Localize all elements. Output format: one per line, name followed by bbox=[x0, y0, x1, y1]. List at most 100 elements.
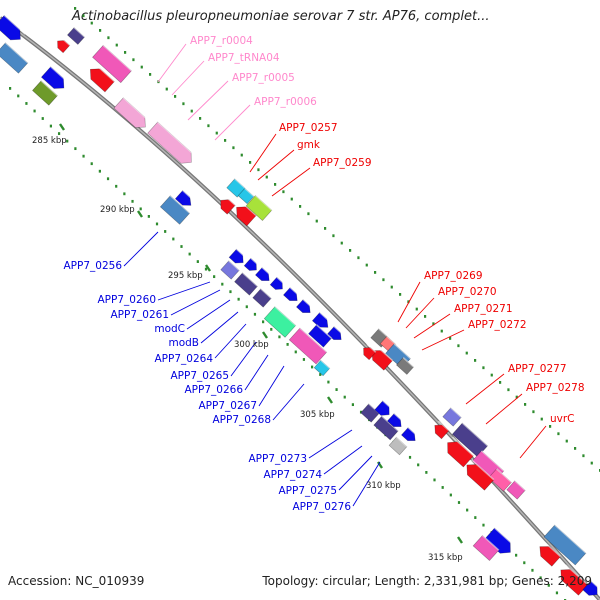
tick-dot-inner bbox=[270, 327, 273, 331]
label-0265: APP7_0265 bbox=[171, 370, 230, 382]
tick-dot-outer bbox=[382, 278, 385, 282]
tick-dot-outer bbox=[265, 175, 268, 179]
tick-dot-inner bbox=[539, 576, 542, 580]
label-modC: modC bbox=[154, 323, 185, 335]
gene-labels: APP7_r0004APP7_tRNA04APP7_r0005APP7_r000… bbox=[64, 35, 585, 513]
tick-dot-inner bbox=[319, 373, 322, 376]
gene-top-left-6-shine bbox=[40, 80, 59, 97]
tick-dot-outer bbox=[357, 256, 360, 260]
tick-dot-inner bbox=[310, 365, 314, 369]
label-0257: APP7_0257 bbox=[279, 122, 338, 134]
gene-top-left-1 bbox=[0, 14, 26, 41]
tick-dot-inner bbox=[335, 388, 338, 391]
label-0264-leader bbox=[214, 323, 247, 359]
gene-0268 bbox=[313, 359, 331, 377]
tick-dot-inner bbox=[253, 312, 257, 316]
gene-bottom-6-shine bbox=[590, 580, 600, 591]
tick-dot-outer bbox=[99, 29, 102, 32]
tick-dot-outer bbox=[365, 263, 368, 267]
tick-dot-outer bbox=[299, 205, 302, 208]
gene-bottom-5-shine bbox=[565, 564, 589, 586]
tick-dot-inner bbox=[41, 117, 44, 120]
label-r0005-leader bbox=[187, 80, 229, 121]
tick-dot-inner bbox=[482, 523, 485, 527]
tick-dot-outer bbox=[232, 146, 235, 150]
gene-rrna-3-shine bbox=[157, 121, 197, 158]
gene-0260b bbox=[220, 260, 240, 280]
gene-0256b-shine bbox=[182, 190, 196, 202]
gene-0279-shine bbox=[452, 436, 474, 457]
label-0273: APP7_0273 bbox=[249, 453, 308, 465]
gene-bottom-2 bbox=[472, 534, 500, 561]
genome-summary-text: Topology: circular; Length: 2,331,981 bp… bbox=[262, 574, 592, 588]
gene-0275b-shine bbox=[407, 427, 420, 438]
gene-0275b bbox=[401, 427, 420, 441]
label-0269-leader bbox=[397, 281, 421, 323]
tick-dot-outer bbox=[499, 381, 502, 384]
tick-dot-outer bbox=[332, 234, 335, 238]
major-tick bbox=[205, 264, 211, 272]
tick-dot-outer bbox=[474, 359, 477, 362]
gene-0277-shape bbox=[442, 407, 462, 427]
tick-dot-inner bbox=[17, 94, 20, 98]
gene-features bbox=[0, 14, 600, 596]
label-0268: APP7_0268 bbox=[213, 414, 272, 426]
gene-0259-shine bbox=[240, 201, 257, 217]
gene-0268-shine bbox=[320, 359, 331, 369]
genome-backbone bbox=[0, 16, 600, 600]
label-r0004-leader bbox=[157, 43, 187, 83]
label-0277-leader bbox=[465, 373, 505, 405]
tick-dot-inner bbox=[229, 290, 232, 294]
kbp-label: 300 kbp bbox=[234, 340, 269, 350]
gene-0257 bbox=[226, 178, 246, 198]
tick-dot-inner bbox=[57, 132, 61, 135]
gene-0277b bbox=[434, 420, 450, 440]
kbp-label: 285 kbp bbox=[32, 136, 67, 146]
gene-0259b bbox=[245, 194, 273, 221]
tick-dot-outer bbox=[182, 102, 185, 106]
gene-bottom-1 bbox=[484, 527, 516, 554]
label-modB-leader bbox=[200, 311, 239, 344]
gene-0273b bbox=[374, 400, 394, 416]
tick-dot-outer bbox=[107, 36, 110, 40]
tick-dot-outer bbox=[449, 337, 452, 340]
label-0261: APP7_0261 bbox=[111, 309, 170, 321]
tick-dot-inner bbox=[286, 343, 289, 346]
gene-0261b bbox=[234, 272, 258, 296]
label-0278-leader bbox=[485, 393, 523, 425]
gene-0275-shine bbox=[393, 413, 406, 424]
gene-rrna-1-shine bbox=[102, 44, 132, 72]
tick-dot-outer bbox=[90, 21, 93, 25]
label-0266: APP7_0266 bbox=[185, 384, 244, 396]
major-tick bbox=[59, 123, 65, 131]
tick-dot-inner bbox=[123, 192, 126, 196]
label-0266-leader bbox=[244, 354, 269, 391]
label-0256-leader bbox=[123, 231, 159, 267]
label-0276: APP7_0276 bbox=[293, 501, 352, 513]
label-0269: APP7_0269 bbox=[424, 270, 483, 282]
tick-dot-inner bbox=[66, 139, 69, 143]
label-modB: modB bbox=[168, 337, 199, 349]
label-r0006: APP7_r0006 bbox=[254, 96, 317, 108]
label-0275: APP7_0275 bbox=[279, 485, 338, 497]
gene-top-left-2 bbox=[0, 42, 29, 74]
tick-dot-outer bbox=[132, 58, 135, 62]
gene-0279 bbox=[447, 436, 474, 468]
gene-0266 bbox=[311, 312, 333, 328]
tick-dot-inner bbox=[131, 199, 134, 203]
tick-dot-outer bbox=[524, 403, 527, 406]
tick-dot-outer bbox=[507, 388, 510, 392]
gene-0259 bbox=[236, 201, 257, 227]
gene-0278-shine bbox=[461, 422, 489, 447]
label-0271: APP7_0271 bbox=[454, 303, 513, 315]
label-0270-leader bbox=[405, 297, 435, 329]
gene-0256-shine bbox=[169, 195, 191, 214]
tick-dot-outer bbox=[190, 109, 193, 113]
tick-dot-inner bbox=[237, 297, 240, 301]
gene-modCb-shine bbox=[260, 288, 272, 299]
tick-dot-inner bbox=[425, 471, 428, 474]
tick-dot-inner bbox=[302, 358, 306, 361]
label-leader-lines bbox=[123, 43, 547, 507]
tick-dot-inner bbox=[417, 463, 420, 467]
